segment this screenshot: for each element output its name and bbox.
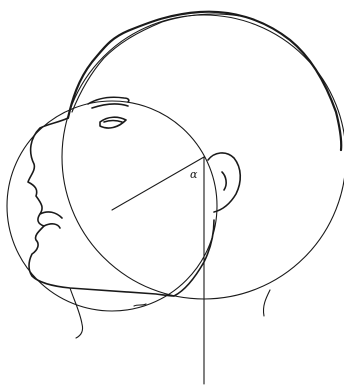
angle-line bbox=[112, 157, 204, 210]
small-circle bbox=[7, 101, 217, 311]
face-profile bbox=[28, 118, 174, 296]
eye bbox=[100, 117, 126, 128]
ear bbox=[208, 153, 240, 212]
angle-label: α bbox=[190, 168, 198, 181]
skull-outline bbox=[68, 12, 341, 150]
jaw-line bbox=[174, 220, 214, 296]
back-neck bbox=[263, 290, 270, 316]
neck-line bbox=[70, 288, 83, 338]
